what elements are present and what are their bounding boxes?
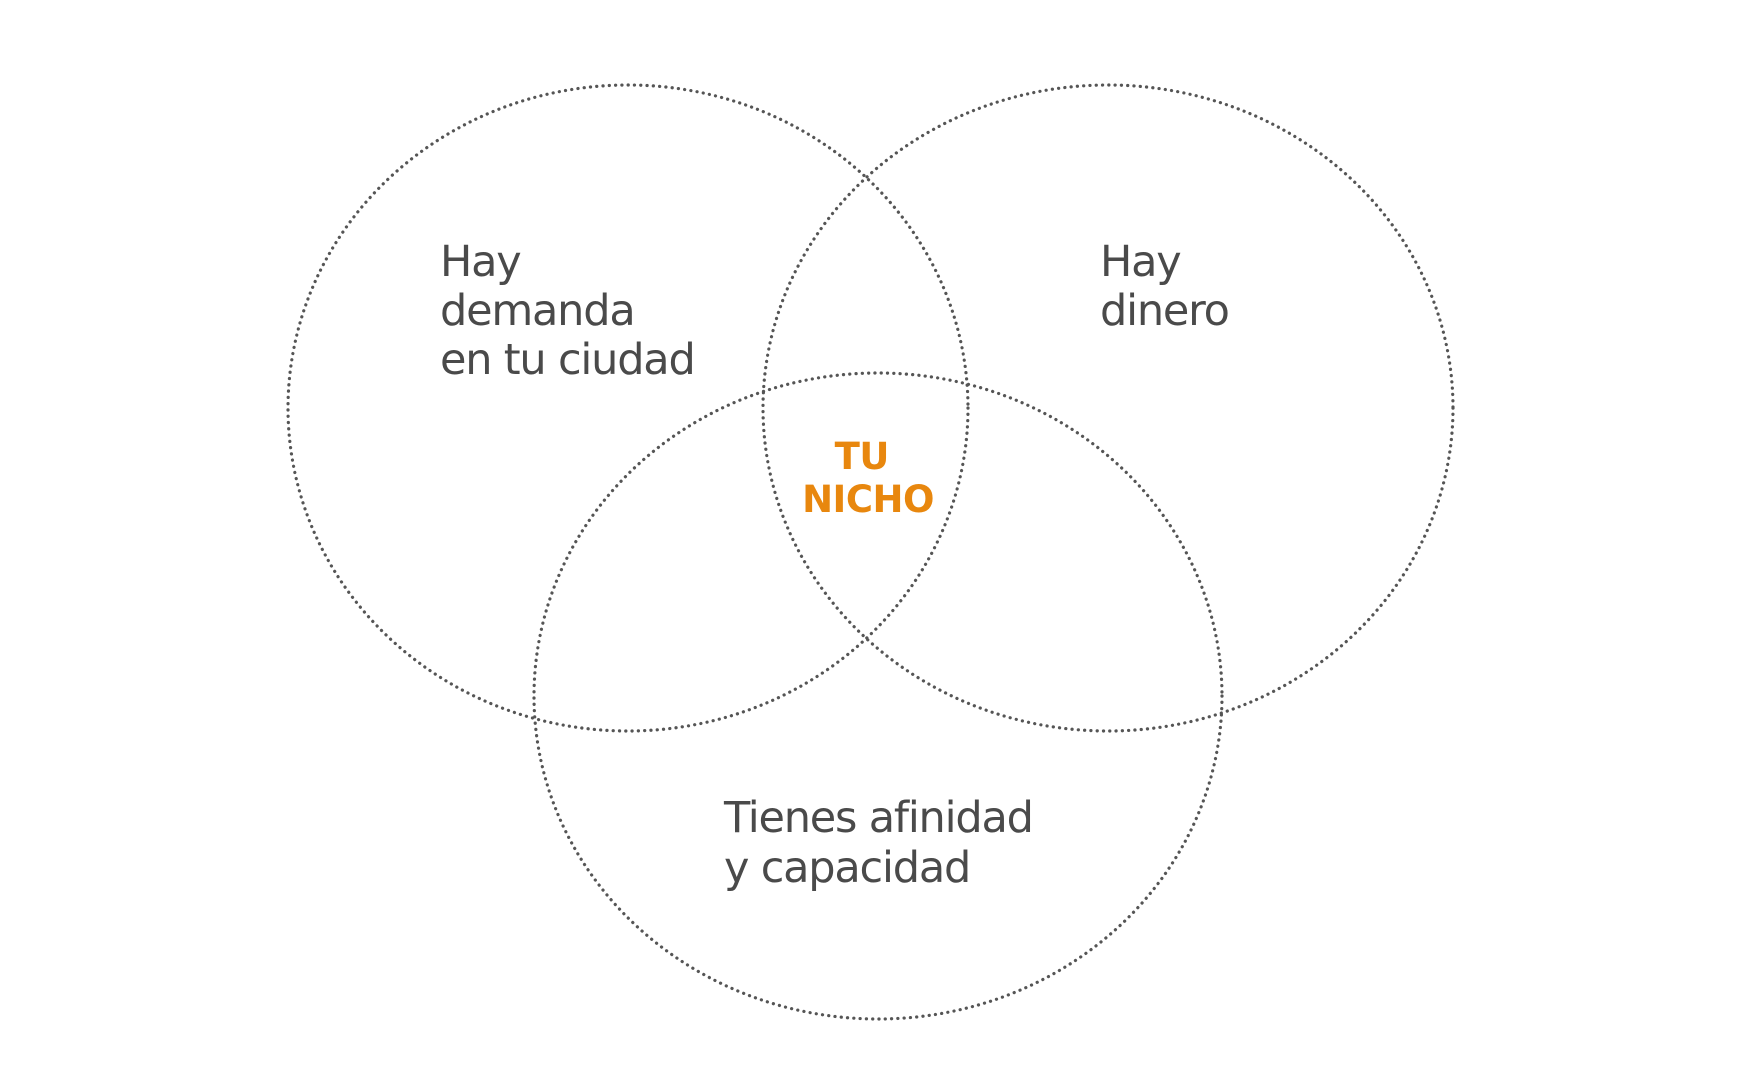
label-center-line-2: NICHO	[802, 478, 934, 521]
label-affinity-line-1: Tienes afinidad	[723, 793, 1033, 843]
label-center-line-1: TU	[835, 435, 889, 478]
circle-money	[761, 83, 1455, 733]
label-affinity-line-2: y capacidad	[724, 843, 970, 893]
label-money: Hay dinero	[1100, 237, 1229, 336]
label-demand-line-1: Hay	[440, 237, 521, 287]
label-demand: Hay demanda en tu ciudad	[440, 237, 695, 385]
label-demand-line-3: en tu ciudad	[440, 335, 695, 385]
circle-demand	[286, 83, 970, 733]
label-demand-line-2: demanda	[440, 286, 635, 336]
label-center: TU NICHO	[802, 435, 934, 521]
label-money-line-2: dinero	[1100, 286, 1229, 336]
circle-affinity	[532, 371, 1224, 1021]
label-money-line-1: Hay	[1100, 237, 1181, 287]
label-affinity: Tienes afinidad y capacidad	[723, 793, 1045, 893]
